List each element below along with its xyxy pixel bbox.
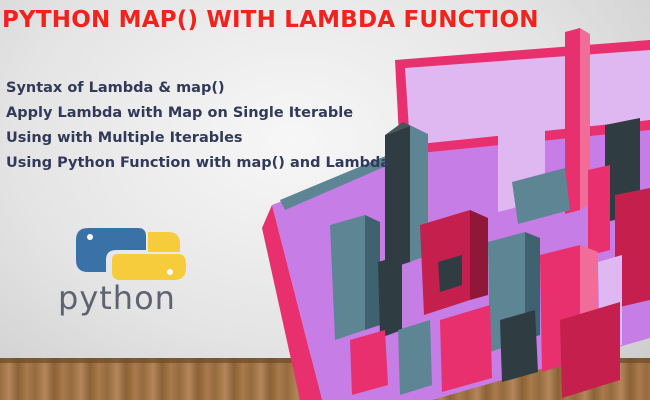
block-crimson-right [615,188,650,308]
block-dark-front [378,255,402,338]
tower-pink-side [580,28,590,210]
python-logo-icon [76,228,186,280]
block-pink-front-left [350,330,388,395]
block-slate-front-bottom [398,320,432,395]
python-logo-eye-yellow [167,269,173,275]
block-pink-right [588,165,610,256]
topic-item: Using Python Function with map() and Lam… [6,155,391,171]
block-slate-front-left-side [365,215,380,330]
block-crimson-front-side [470,210,488,300]
topic-item: Using with Multiple Iterables [6,130,243,146]
block-crimson-front-right [560,302,620,398]
block-slate-mid [512,168,570,224]
tower-dark-top [385,122,428,135]
python-logo-text: python [58,279,176,317]
python-logo-eye-blue [87,234,93,240]
tower-pink-front [565,28,580,214]
topic-list: Syntax of Lambda & map() Apply Lambda wi… [6,76,390,176]
tower-dark-front [385,126,410,270]
topic-item: Syntax of Lambda & map() [6,80,225,96]
python-logo-blue [76,228,146,272]
platform-left-wall [262,205,322,400]
block-dark-front-right [500,310,538,382]
slide-title: PYTHON MAP() WITH LAMBDA FUNCTION [2,7,539,33]
block-pink-front [440,305,492,392]
block-dark-small [438,255,462,292]
block-slate-front-left [330,215,365,340]
python-logo-yellow-head [148,232,180,252]
platform-back-edge [280,150,400,210]
topic-item: Apply Lambda with Map on Single Iterable [6,105,354,121]
python-logo-yellow [112,254,186,280]
